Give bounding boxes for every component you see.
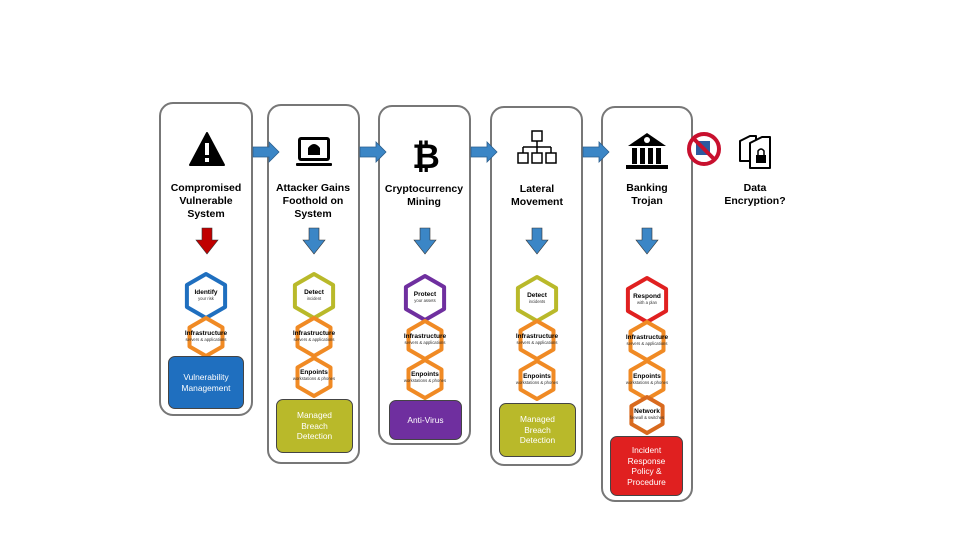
bank-column-4: [656, 148, 661, 164]
padlock-body: [756, 155, 766, 163]
flow-arrow-1: [252, 141, 280, 163]
hex-2-3: [295, 356, 333, 398]
bitcoin-icon: ₿: [412, 137, 440, 177]
hex-4-3: [518, 359, 556, 401]
flow-arrow-3: [470, 141, 498, 163]
down-arrow-4: [525, 227, 549, 255]
bank-column-1: [632, 148, 637, 164]
flow-arrow-4: [582, 141, 610, 163]
locked-file-front: [749, 136, 771, 169]
network-node-3: [545, 152, 557, 164]
bank-bug: [644, 137, 650, 143]
down-arrow-3: [413, 227, 437, 255]
warning-icon-bar: [205, 143, 209, 155]
hex-3-3: [406, 358, 444, 400]
padlock-shackle: [757, 148, 765, 155]
down-arrow-1: [195, 227, 219, 255]
no-entry-slash: [691, 136, 717, 162]
hacker-figure: [308, 144, 320, 155]
warning-icon-dot: [205, 158, 209, 162]
network-node-1: [517, 152, 529, 164]
outcome-box-3: Anti-Virus: [389, 400, 462, 440]
hex-5-4: [629, 395, 665, 435]
network-node-2: [531, 152, 543, 164]
bank-base: [626, 165, 668, 169]
flow-arrow-2: [359, 141, 387, 163]
network-lines: [522, 141, 552, 153]
laptop-base: [296, 163, 332, 166]
network-hierarchy-icon: [531, 130, 543, 142]
down-arrow-5: [635, 227, 659, 255]
down-arrow-2: [302, 227, 326, 255]
bank-column-2: [640, 148, 645, 164]
bank-column-3: [648, 148, 653, 164]
